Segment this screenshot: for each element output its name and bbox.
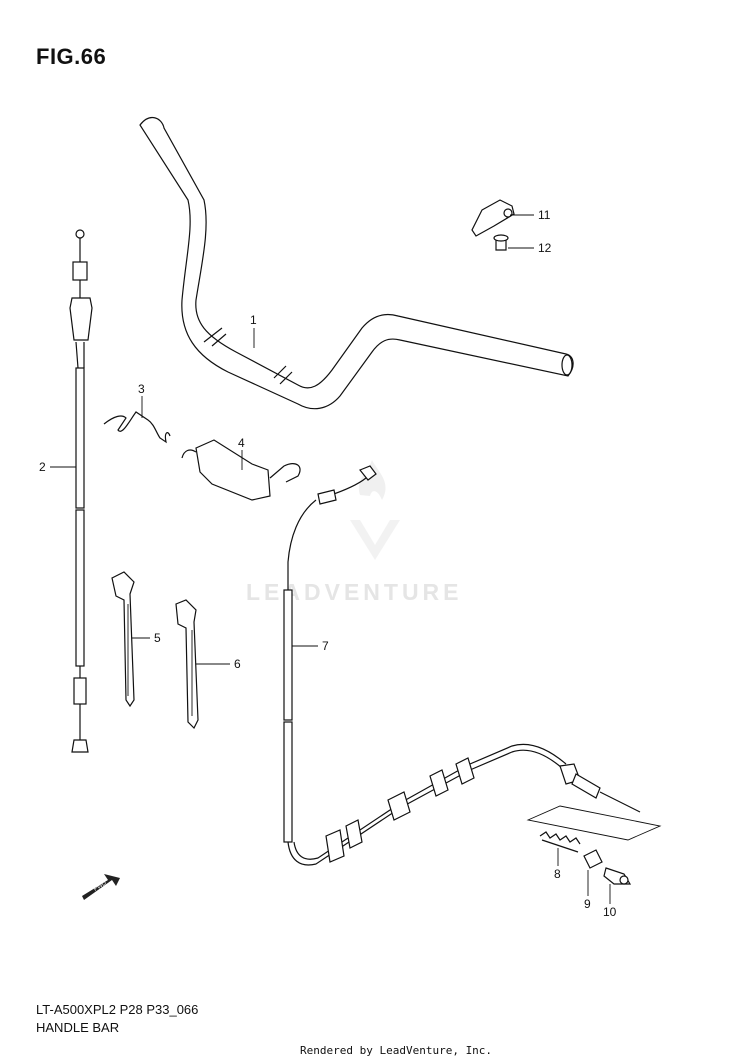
wire-clip[interactable] bbox=[103, 411, 171, 444]
cable-adjuster[interactable] bbox=[583, 849, 603, 869]
figure-code: LT-A500XPL2 P28 P33_066 bbox=[36, 1002, 199, 1017]
callout-7: 7 bbox=[322, 639, 329, 653]
callout-5: 5 bbox=[154, 631, 161, 645]
callout-4: 4 bbox=[238, 436, 245, 450]
leader-lines bbox=[50, 214, 611, 904]
brake-cable[interactable] bbox=[283, 465, 662, 866]
callout-11: 11 bbox=[538, 208, 551, 222]
callout-2: 2 bbox=[39, 460, 46, 474]
cable-pin[interactable] bbox=[603, 867, 632, 885]
clip-bolt[interactable] bbox=[493, 234, 509, 251]
cable-tie-5[interactable] bbox=[111, 571, 135, 708]
handlebar[interactable] bbox=[139, 117, 574, 410]
fwd-arrow: FWD bbox=[82, 874, 120, 900]
figure-name: HANDLE BAR bbox=[36, 1020, 120, 1035]
return-spring[interactable] bbox=[539, 831, 581, 853]
figure-title: FIG.66 bbox=[36, 44, 107, 69]
watermark-text: LEADVENTURE bbox=[246, 579, 463, 605]
callout-10: 10 bbox=[603, 905, 617, 919]
handlebar-clip[interactable] bbox=[471, 199, 515, 237]
callout-6: 6 bbox=[234, 657, 241, 671]
cable-tie-6[interactable] bbox=[175, 599, 199, 730]
rendered-by-credit: Rendered by LeadVenture, Inc. bbox=[300, 1044, 493, 1057]
callout-3: 3 bbox=[138, 382, 145, 396]
callout-1: 1 bbox=[250, 313, 257, 327]
throttle-cable[interactable] bbox=[69, 229, 93, 753]
callout-8: 8 bbox=[554, 867, 561, 881]
watermark-logo bbox=[350, 460, 400, 560]
callout-9: 9 bbox=[584, 897, 591, 911]
callout-12: 12 bbox=[538, 241, 552, 255]
cable-bracket[interactable] bbox=[181, 439, 301, 501]
